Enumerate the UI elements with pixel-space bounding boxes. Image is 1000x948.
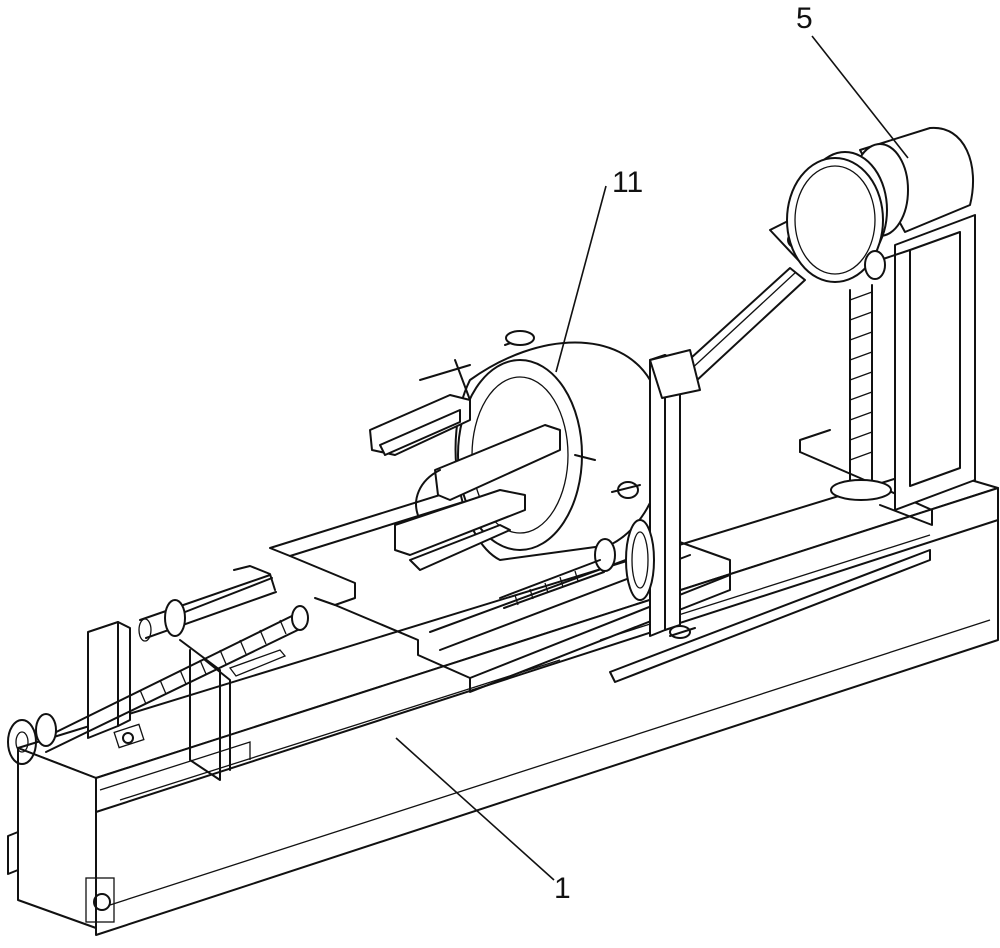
- clamping-drum: [369, 330, 666, 571]
- spur-gear-icon: [625, 519, 655, 601]
- callout-1: 1: [395, 737, 571, 905]
- screw-thread-left: [139, 619, 287, 705]
- callout-5: 5: [796, 2, 909, 159]
- motor-assembly: [786, 126, 976, 511]
- screw-thread-middle: [514, 570, 579, 606]
- screw-thread-vertical: [849, 291, 873, 461]
- callout-label-11: 11: [612, 166, 643, 199]
- callout-11: 11: [555, 166, 643, 373]
- callout-label-5: 5: [796, 2, 813, 35]
- base-frame: [7, 467, 999, 936]
- left-screw-assembly: [7, 565, 309, 781]
- callout-label-1: 1: [554, 872, 571, 905]
- handwheel-icon: [7, 719, 37, 765]
- drum-jaws: [369, 359, 596, 571]
